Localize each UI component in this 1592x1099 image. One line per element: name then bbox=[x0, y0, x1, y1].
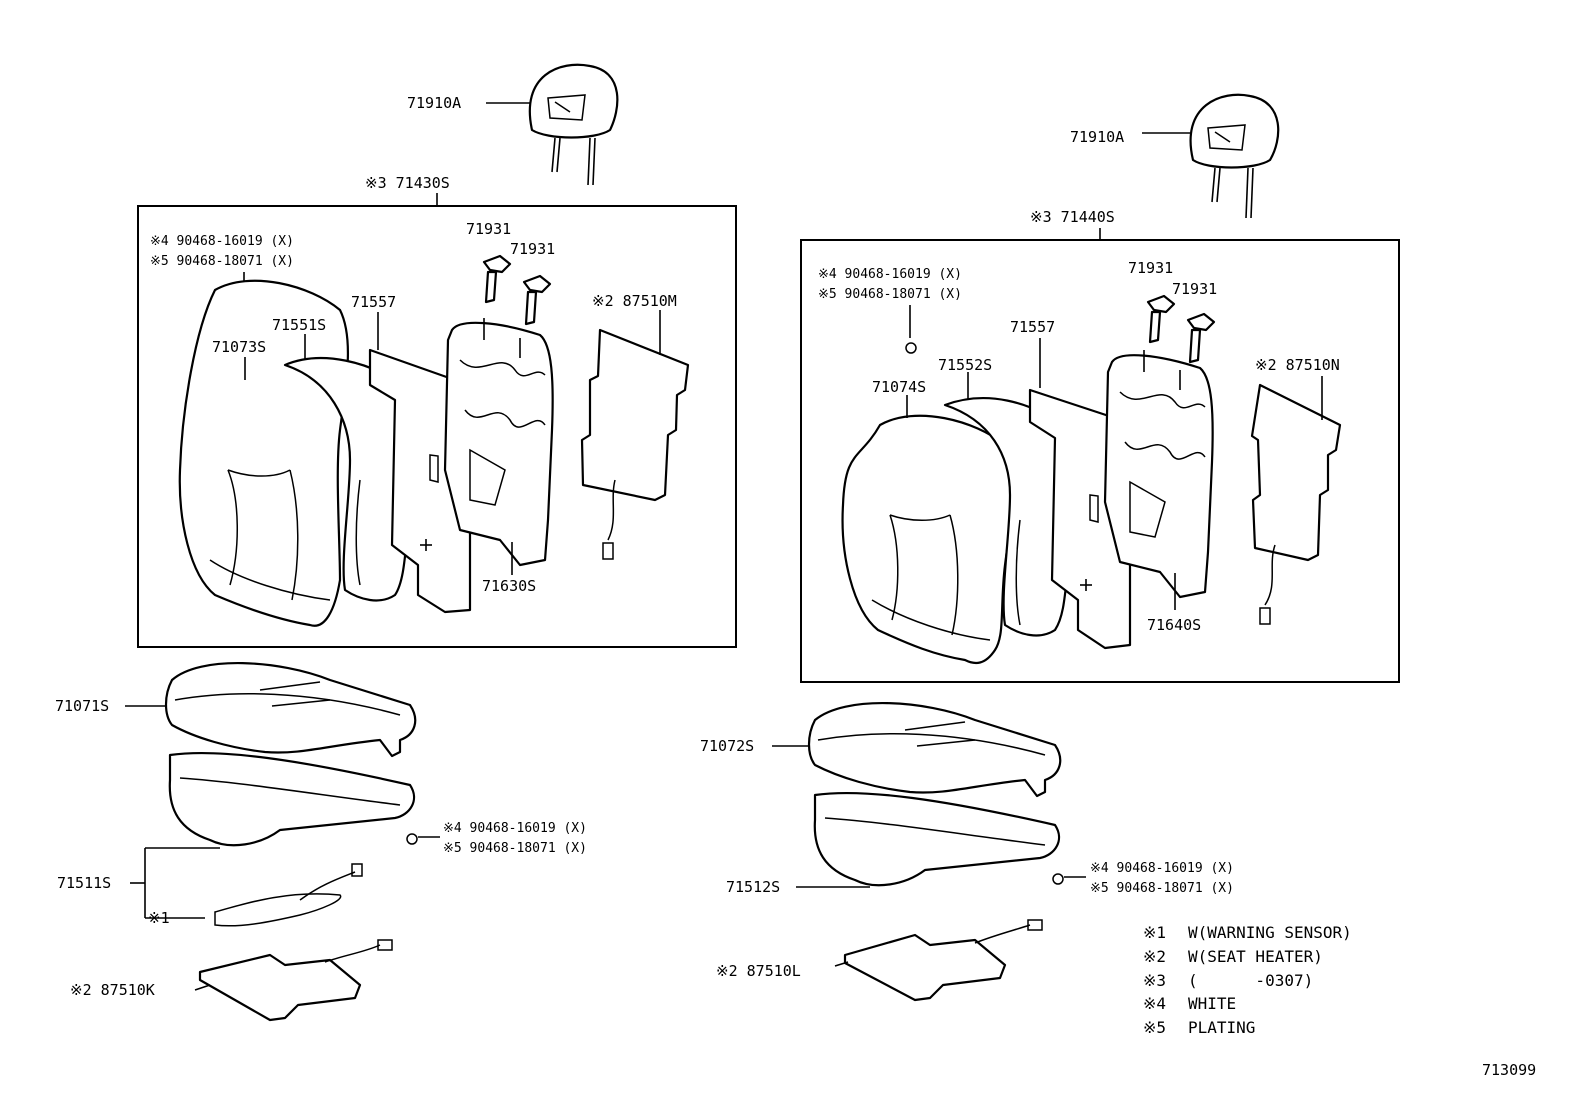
left-assembly-label: ※3 71430S bbox=[365, 174, 450, 192]
right-assembly-label: ※3 71440S bbox=[1030, 208, 1115, 226]
left-clip-white-label: ※4 90468-16019 (X) bbox=[150, 234, 294, 249]
right-cover-cushion-label: 71072S bbox=[700, 737, 754, 755]
right-seatback-heater-drawing bbox=[1250, 383, 1342, 625]
left-board-label: 71557 bbox=[351, 293, 396, 311]
legend-mark-2: ※2 bbox=[1143, 947, 1166, 966]
right-cushion-pad-drawing bbox=[813, 791, 1061, 887]
figure-code: 713099 bbox=[1482, 1061, 1536, 1079]
left-cover-cushion-label: 71071S bbox=[55, 697, 109, 715]
right-seatback-frame-drawing bbox=[1103, 350, 1214, 599]
right-cushion-cover-drawing bbox=[807, 702, 1062, 798]
legend-mark-5: ※5 bbox=[1143, 1018, 1166, 1037]
left-support-b-label: 71931 bbox=[510, 240, 555, 258]
right-headrest-supports-drawing bbox=[1146, 294, 1216, 364]
right-heater-back-label: ※2 87510N bbox=[1255, 356, 1340, 374]
right-cushion-clip-white-label: ※4 90468-16019 (X) bbox=[1090, 861, 1234, 876]
legend-text-4: WHITE bbox=[1188, 994, 1236, 1013]
left-cushion-clip-icon bbox=[406, 833, 418, 845]
left-sensor-label: ※1 bbox=[148, 909, 170, 927]
right-support-b-label: 71931 bbox=[1172, 280, 1217, 298]
legend-text-1: W(WARNING SENSOR) bbox=[1188, 923, 1352, 942]
left-headrest-drawing bbox=[528, 63, 619, 186]
legend-text-3: ( -0307) bbox=[1188, 971, 1313, 990]
legend-text-2: W(SEAT HEATER) bbox=[1188, 947, 1323, 966]
legend: ※1 W(WARNING SENSOR) ※2 W(SEAT HEATER) ※… bbox=[1143, 923, 1352, 1037]
right-seat-group: 71910A ※3 71440S ※4 90468-16019 (X) ※5 9… bbox=[700, 93, 1400, 1002]
right-cushion-heater-drawing bbox=[843, 919, 1043, 1002]
left-pad-back-label: 71551S bbox=[272, 316, 326, 334]
right-pad-cushion-label: 71512S bbox=[726, 878, 780, 896]
left-heater-back-label: ※2 87510M bbox=[592, 292, 677, 310]
right-clip-icon bbox=[905, 342, 917, 354]
left-support-a-label: 71931 bbox=[466, 220, 511, 238]
legend-mark-4: ※4 bbox=[1143, 994, 1166, 1013]
left-warning-sensor-drawing bbox=[214, 863, 363, 927]
left-cushion-pad-drawing bbox=[168, 751, 416, 847]
left-cushion-cover-drawing bbox=[164, 662, 417, 758]
left-cover-back-label: 71073S bbox=[212, 338, 266, 356]
right-headrest-drawing bbox=[1189, 93, 1280, 219]
right-clip-white-label: ※4 90468-16019 (X) bbox=[818, 267, 962, 282]
left-cushion-clip-plating-label: ※5 90468-18071 (X) bbox=[443, 841, 587, 856]
legend-mark-3: ※3 bbox=[1143, 971, 1166, 990]
right-cushion-clip-plating-label: ※5 90468-18071 (X) bbox=[1090, 881, 1234, 896]
legend-text-5: PLATING bbox=[1188, 1018, 1255, 1037]
right-headrest-label: 71910A bbox=[1070, 128, 1124, 146]
right-support-a-label: 71931 bbox=[1128, 259, 1173, 277]
left-seat-group: 71910A ※3 71430S ※4 90468-16019 (X) ※5 9… bbox=[55, 63, 737, 1022]
left-cushion-clip-white-label: ※4 90468-16019 (X) bbox=[443, 821, 587, 836]
right-clip-plating-label: ※5 90468-18071 (X) bbox=[818, 287, 962, 302]
right-cover-back-label: 71074S bbox=[872, 378, 926, 396]
right-frame-label: 71640S bbox=[1147, 616, 1201, 634]
left-cushion-heater-drawing bbox=[198, 939, 393, 1022]
left-board-drawing bbox=[368, 348, 472, 614]
legend-mark-1: ※1 bbox=[1143, 923, 1166, 942]
left-heater-cushion-label: ※2 87510K bbox=[70, 981, 155, 999]
left-seatback-heater-drawing bbox=[580, 328, 690, 560]
left-frame-label: 71630S bbox=[482, 577, 536, 595]
right-cushion-clip-icon bbox=[1052, 873, 1064, 885]
right-pad-back-label: 71552S bbox=[938, 356, 992, 374]
right-board-label: 71557 bbox=[1010, 318, 1055, 336]
right-heater-cushion-label: ※2 87510L bbox=[716, 962, 801, 980]
right-seatback-cover-drawing bbox=[841, 414, 1014, 665]
left-seatback-frame-drawing bbox=[443, 318, 554, 567]
left-headrest-label: 71910A bbox=[407, 94, 461, 112]
left-pad-cushion-label: 71511S bbox=[57, 874, 111, 892]
left-headrest-supports-drawing bbox=[482, 254, 552, 326]
left-clip-plating-label: ※5 90468-18071 (X) bbox=[150, 254, 294, 269]
